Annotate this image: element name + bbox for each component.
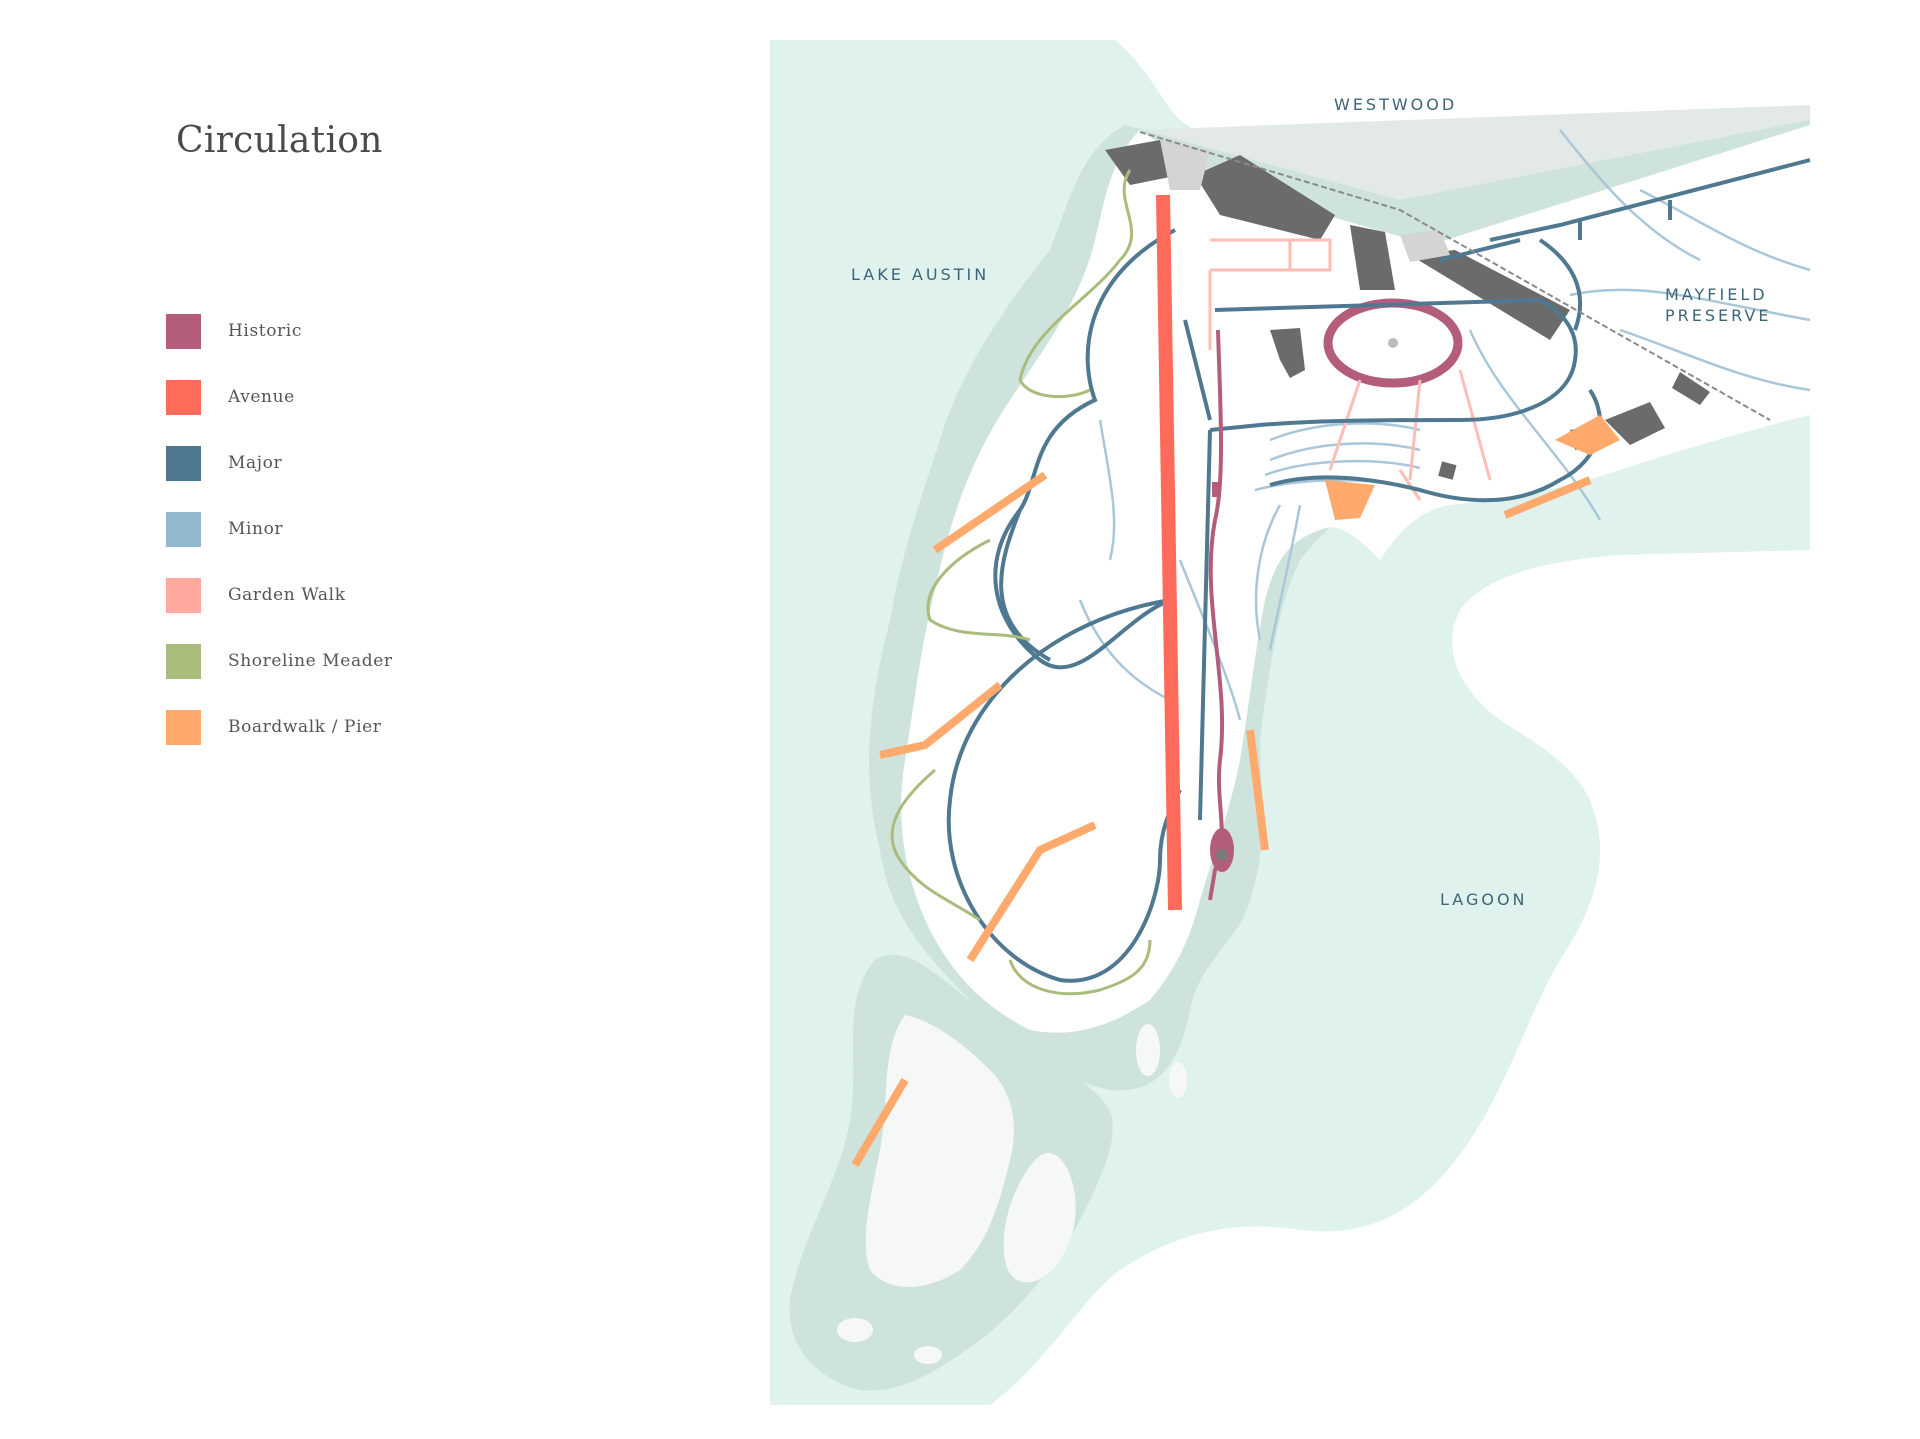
- legend-item-boardwalk-pier[interactable]: Boardwalk / Pier: [166, 694, 393, 760]
- garden-walk-paths: [1208, 238, 1492, 501]
- rail-line: [1139, 131, 1771, 421]
- building: [1438, 461, 1457, 480]
- minor-paths: [1078, 129, 1811, 721]
- paving: [1160, 140, 1210, 190]
- major-paths: [946, 158, 1811, 983]
- building: [1195, 155, 1335, 240]
- paving: [1400, 230, 1450, 262]
- legend-label: Shoreline Meader: [228, 651, 393, 671]
- oval-center-marker: [1388, 338, 1398, 348]
- land-southeast: [990, 550, 1810, 1405]
- peninsula-land: [901, 125, 1810, 1033]
- shoreline-meander-paths: [890, 169, 1152, 996]
- legend-item-avenue[interactable]: Avenue: [166, 364, 393, 430]
- islet: [1136, 1024, 1160, 1076]
- historic-path: [1208, 329, 1225, 901]
- legend-label: Avenue: [228, 387, 295, 407]
- building: [1350, 225, 1395, 290]
- building: [1410, 250, 1570, 340]
- building: [1105, 140, 1180, 185]
- islet: [914, 1346, 942, 1364]
- legend-label: Minor: [228, 519, 284, 539]
- legend-label: Historic: [228, 321, 302, 341]
- legend-item-minor[interactable]: Minor: [166, 496, 393, 562]
- south-island-land-2: [1003, 1153, 1076, 1283]
- legend-label: Boardwalk / Pier: [228, 717, 382, 737]
- label-preserve: PRESERVE: [1665, 306, 1771, 325]
- legend-title: Circulation: [176, 120, 383, 161]
- building: [1605, 402, 1665, 445]
- legend-item-garden-walk[interactable]: Garden Walk: [166, 562, 393, 628]
- boardwalk-plaza: [1325, 480, 1375, 520]
- legend-item-historic[interactable]: Historic: [166, 298, 393, 364]
- legend-swatch: [166, 577, 201, 613]
- label-lake-austin: LAKE AUSTIN: [851, 265, 989, 284]
- legend-item-shoreline-meader[interactable]: Shoreline Meader: [166, 628, 393, 694]
- label-mayfield: MAYFIELD: [1665, 285, 1768, 304]
- legend-swatch: [166, 511, 201, 547]
- islet: [1169, 1062, 1187, 1098]
- legend-swatch: [166, 445, 201, 481]
- legend-swatch: [166, 709, 201, 745]
- islet: [837, 1318, 873, 1342]
- legend-swatch: [166, 379, 201, 415]
- legend-label: Major: [228, 453, 283, 473]
- building: [1672, 372, 1710, 405]
- legend-label: Garden Walk: [228, 585, 346, 605]
- label-lagoon: LAGOON: [1440, 890, 1528, 909]
- label-westwood: WESTWOOD: [1334, 95, 1457, 114]
- legend-item-major[interactable]: Major: [166, 430, 393, 496]
- boardwalk-plaza: [1555, 415, 1620, 455]
- legend-panel: Circulation Historic Avenue Major Minor …: [0, 0, 760, 1439]
- boardwalk-pier-paths: [851, 471, 1592, 1168]
- historic-node-center: [1216, 849, 1228, 861]
- avenue-path: [1156, 194, 1182, 911]
- legend-swatch: [166, 643, 201, 679]
- legend-swatch: [166, 313, 201, 349]
- legend-list: Historic Avenue Major Minor Garden Walk …: [166, 298, 393, 760]
- historic-marker: [1212, 482, 1221, 497]
- building: [1270, 328, 1305, 378]
